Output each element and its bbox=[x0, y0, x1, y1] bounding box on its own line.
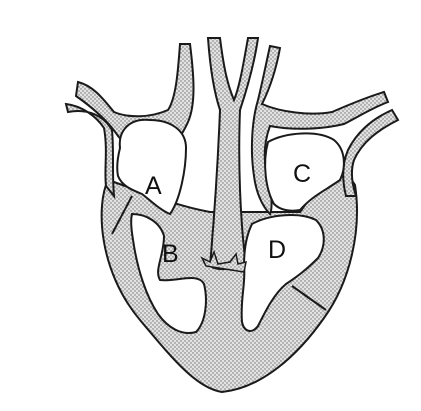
chamber-b bbox=[130, 212, 207, 334]
central-artery bbox=[206, 37, 260, 271]
pointer-line-right bbox=[291, 285, 327, 311]
chamber-c bbox=[264, 132, 345, 212]
pointer-line-left bbox=[111, 195, 133, 235]
septum bbox=[200, 249, 247, 273]
vessel-upper-right bbox=[250, 44, 390, 216]
label-c: C bbox=[293, 160, 311, 188]
chamber-a bbox=[116, 118, 188, 216]
vessel-lower-right bbox=[342, 108, 400, 197]
label-d: D bbox=[268, 236, 286, 264]
label-a: A bbox=[145, 172, 162, 200]
label-b: B bbox=[162, 240, 179, 268]
vessel-lower-left bbox=[64, 102, 116, 200]
